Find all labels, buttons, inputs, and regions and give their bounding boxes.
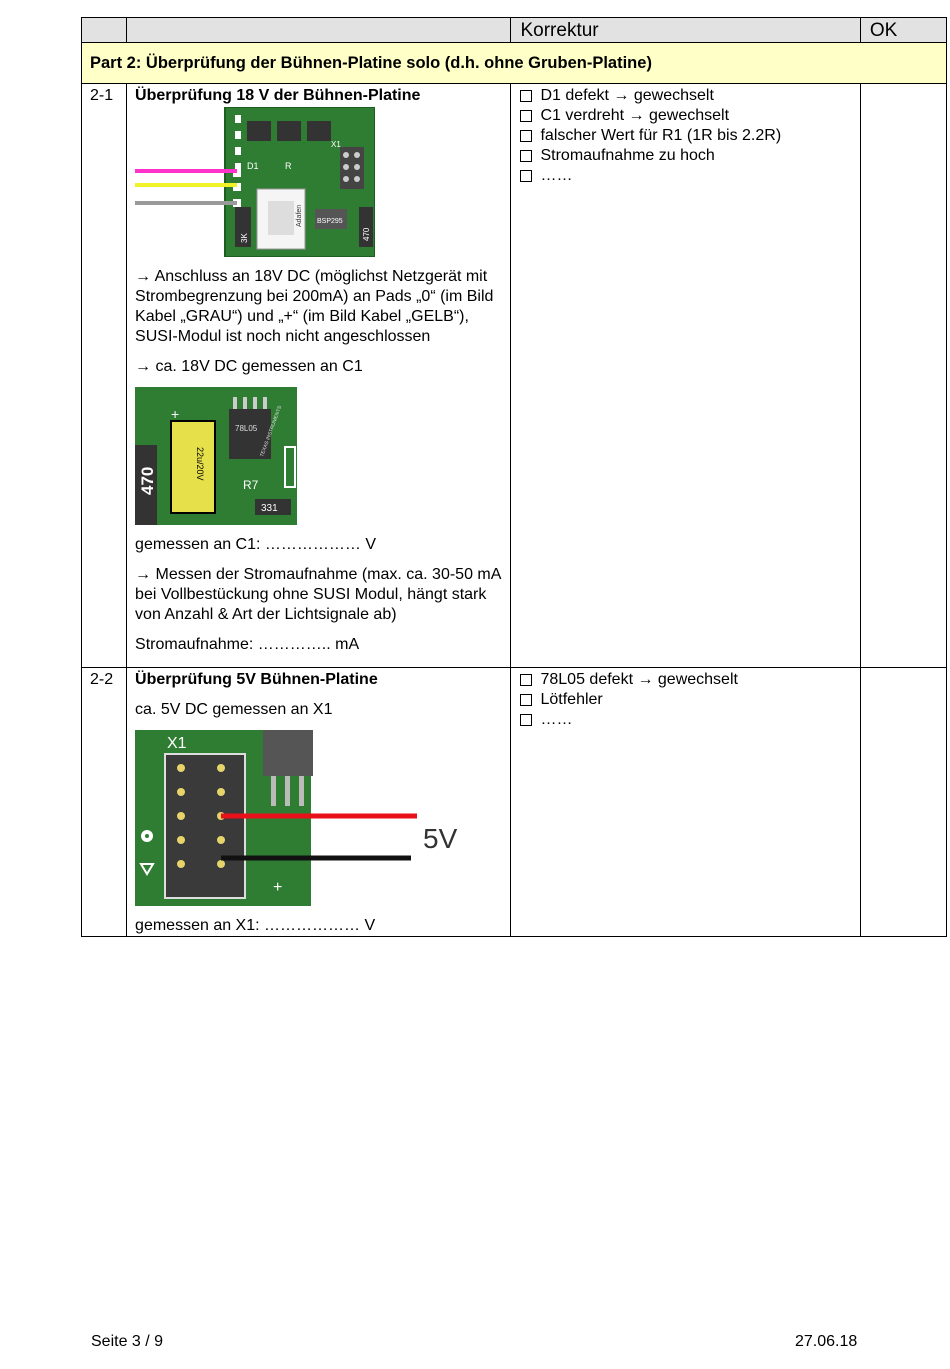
instruction-text-1: → Anschluss an 18V DC (möglichst Netzger… bbox=[135, 268, 494, 345]
pcb1-label-x1: X1 bbox=[331, 140, 341, 149]
footer-date: 27.06.18 bbox=[795, 1333, 858, 1350]
korrektur-label: …… bbox=[540, 711, 573, 728]
checkbox[interactable] bbox=[520, 110, 533, 122]
checkbox[interactable] bbox=[520, 150, 533, 162]
pcb1-label-r: R bbox=[285, 161, 292, 171]
part-title: Part 2: Überprüfung der Bühnen-Platine s… bbox=[90, 54, 652, 72]
header-cell-ok: OK bbox=[859, 17, 948, 43]
korrektur-item[interactable]: C1 verdreht → gewechselt bbox=[520, 106, 851, 126]
pcb1-label-d1: D1 bbox=[247, 161, 259, 171]
instruction-text-3: → Messen der Stromaufnahme (max. ca. 30-… bbox=[135, 566, 501, 623]
checkbox[interactable] bbox=[520, 170, 533, 182]
footer-page: Seite 3 / 9 bbox=[91, 1333, 164, 1350]
pcb3-label-5v: 5V bbox=[423, 823, 458, 854]
checkbox[interactable] bbox=[520, 694, 533, 706]
measure-c1: gemessen an C1: ……………… V bbox=[135, 536, 377, 553]
header-cell-num bbox=[80, 17, 128, 43]
row-ok-cell[interactable] bbox=[859, 667, 948, 937]
instruction-text-2: → ca. 18V DC gemessen an C1 bbox=[135, 358, 363, 375]
korrektur-label: Lötfehler bbox=[540, 691, 603, 708]
pcb3-label-x1: X1 bbox=[167, 735, 187, 752]
row-number: 2-1 bbox=[90, 87, 114, 104]
row-main-cell: Überprüfung 18 V der Bühnen-Platine bbox=[126, 83, 512, 668]
pcb1-label-3k: 3K bbox=[240, 233, 249, 243]
korrektur-item[interactable]: falscher Wert für R1 (1R bis 2.2R) bbox=[520, 126, 851, 146]
header-korrektur: Korrektur bbox=[520, 20, 599, 41]
table-row-2-1: 2-1 Überprüfung 18 V der Bühnen-Platine bbox=[80, 83, 948, 668]
section-title: Überprüfung 18 V der Bühnen-Platine bbox=[135, 87, 421, 104]
pcb2-label-plus: + bbox=[171, 406, 179, 422]
pcb2-label-cap: 22u/20V bbox=[195, 447, 205, 481]
section-title: Überprüfung 5V Bühnen-Platine bbox=[135, 671, 378, 688]
table-header-row: Korrektur OK bbox=[80, 17, 948, 43]
pcb2-label-331: 331 bbox=[261, 503, 278, 514]
korrektur-item[interactable]: 78L05 defekt → gewechselt bbox=[520, 670, 851, 690]
part-row: Part 2: Überprüfung der Bühnen-Platine s… bbox=[81, 42, 947, 84]
korrektur-label: D1 defekt → gewechselt bbox=[540, 87, 714, 104]
header-ok: OK bbox=[869, 20, 898, 41]
pcb-image-c1: 470 22u/20V + 78L05 TEXAS INSTRUMENTS R7… bbox=[135, 387, 298, 525]
checkbox[interactable] bbox=[520, 714, 533, 726]
pcb2-label-78l05: 78L05 bbox=[235, 424, 258, 433]
korrektur-label: falscher Wert für R1 (1R bis 2.2R) bbox=[540, 127, 782, 144]
row-main-cell: Überprüfung 5V Bühnen-Platine ca. 5V DC … bbox=[126, 667, 512, 937]
row-number: 2-2 bbox=[90, 671, 114, 688]
pcb1-label-470: 470 bbox=[362, 227, 371, 241]
korrektur-item[interactable]: …… bbox=[520, 166, 851, 186]
korrektur-label: Stromaufnahme zu hoch bbox=[540, 147, 715, 164]
checkbox[interactable] bbox=[520, 674, 533, 686]
pcb2-label-470: 470 bbox=[138, 467, 157, 495]
korrektur-item[interactable]: D1 defekt → gewechselt bbox=[520, 86, 851, 106]
pcb3-label-plus: + bbox=[273, 879, 282, 896]
korrektur-label: 78L05 defekt → gewechselt bbox=[540, 671, 738, 688]
header-cell-main bbox=[126, 17, 512, 43]
korrektur-item[interactable]: …… bbox=[520, 710, 851, 730]
row-korrektur-cell: D1 defekt → gewechselt C1 verdreht → gew… bbox=[510, 83, 861, 668]
korrektur-item[interactable]: Lötfehler bbox=[520, 690, 851, 710]
table-row-2-2: 2-2 Überprüfung 5V Bühnen-Platine ca. 5V… bbox=[80, 667, 948, 937]
korrektur-item[interactable]: Stromaufnahme zu hoch bbox=[520, 146, 851, 166]
check-table: Korrektur OK Part 2: Überprüfung der Büh… bbox=[80, 17, 948, 937]
header-cell-korrektur: Korrektur bbox=[510, 17, 861, 43]
row-number-cell: 2-1 bbox=[80, 83, 128, 668]
pcb1-label-bsp: BSP295 bbox=[317, 218, 343, 225]
korrektur-label: …… bbox=[540, 167, 573, 184]
checkbox[interactable] bbox=[520, 130, 533, 142]
row-korrektur-cell: 78L05 defekt → gewechselt Lötfehler …… bbox=[510, 667, 861, 937]
pcb-image-x1: X1 + 5V bbox=[135, 730, 460, 906]
pcb1-label-adafen: Adafen bbox=[296, 205, 303, 227]
pcb-image-wiring: D1 R Adafen BSP295 X1 3K 470 bbox=[135, 107, 376, 257]
part-cell: Part 2: Überprüfung der Bühnen-Platine s… bbox=[81, 42, 947, 84]
row-number-cell: 2-2 bbox=[80, 667, 128, 937]
checkbox[interactable] bbox=[520, 90, 533, 102]
pcb2-label-r7: R7 bbox=[243, 478, 259, 492]
row-ok-cell[interactable] bbox=[859, 83, 948, 668]
instruction-text: ca. 5V DC gemessen an X1 bbox=[135, 701, 333, 718]
measure-x1: gemessen an X1: ……………… V bbox=[135, 917, 376, 934]
korrektur-label: C1 verdreht → gewechselt bbox=[540, 107, 730, 124]
measure-current: Stromaufnahme: ………….. mA bbox=[135, 636, 360, 653]
